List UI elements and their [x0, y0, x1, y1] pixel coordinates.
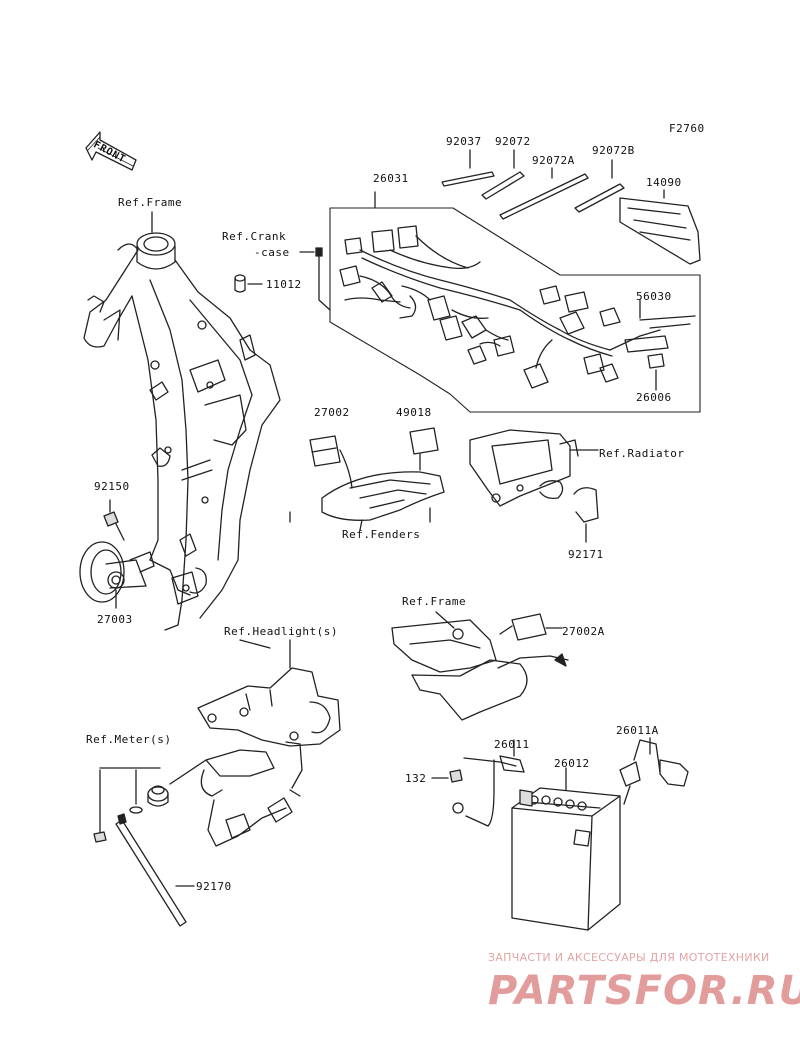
front-arrow-icon: [85, 131, 137, 171]
frame-drawing: [83, 232, 281, 631]
label-part-26011: 26011: [494, 738, 530, 751]
cable-26011A: [619, 737, 689, 805]
label-part-56030: 56030: [636, 290, 672, 303]
label-part-26006: 26006: [636, 391, 672, 404]
part-49018: [409, 427, 439, 471]
label-part-92150: 92150: [94, 480, 130, 493]
harness-bracket: [329, 191, 701, 413]
diagram-code: F2760: [669, 122, 705, 135]
label-part-27002: 27002: [314, 406, 350, 419]
meter-hardware: [93, 759, 207, 843]
part-11012-cap: [234, 274, 263, 293]
fender-drawing: [321, 471, 445, 531]
band-92170: [115, 813, 195, 927]
label-part-26011A: 26011A: [616, 724, 659, 737]
label-ref-frame-top: Ref.Frame: [118, 196, 183, 209]
crankcase-bolt-icon: [299, 247, 331, 311]
label-part-92037: 92037: [446, 135, 482, 148]
label-ref-frame-mid: Ref.Frame: [402, 595, 467, 608]
label-part-14090: 14090: [646, 176, 682, 189]
label-ref-headlight: Ref.Headlight(s): [224, 625, 338, 638]
radiator-bracket: [469, 429, 599, 507]
label-part-92072B: 92072B: [592, 144, 635, 157]
label-part-27002A: 27002A: [562, 625, 605, 638]
bolt-92150: [103, 499, 125, 541]
label-part-49018: 49018: [396, 406, 432, 419]
label-part-132: 132: [405, 772, 427, 785]
part-27002-relay: [309, 435, 353, 489]
frame-mid-drawing: [391, 611, 569, 721]
label-part-92170: 92170: [196, 880, 232, 893]
label-part-92072A: 92072A: [532, 154, 575, 167]
headlight-bracket: [197, 639, 341, 847]
horn-27003: [79, 541, 155, 609]
watermark-caption: ЗАПЧАСТИ И АКСЕССУАРЫ ДЛЯ МОТОТЕХНИКИ: [488, 951, 770, 964]
label-ref-radiator: Ref.Radiator: [599, 447, 685, 460]
label-ref-meter: Ref.Meter(s): [86, 733, 172, 746]
label-part-11012: 11012: [266, 278, 302, 291]
cover-14090: [619, 189, 701, 265]
wiring-harness-26031: [339, 225, 661, 389]
label-part-27003: 27003: [97, 613, 133, 626]
label-ref-crankcase-line1: Ref.Crank: [222, 230, 287, 243]
leader-fenders: [289, 507, 431, 523]
clamp-bands: [441, 149, 625, 220]
cable-26011: [452, 739, 525, 827]
battery-26012: [511, 767, 621, 931]
label-part-26031: 26031: [373, 172, 409, 185]
clamp-92171: [539, 480, 599, 543]
relay-56030: [624, 299, 696, 391]
bolt-132: [431, 769, 463, 783]
label-ref-crankcase-line2: -case: [254, 246, 290, 259]
label-part-92171: 92171: [568, 548, 604, 561]
leader-headlight: [239, 639, 271, 649]
label-part-26012: 26012: [554, 757, 590, 770]
watermark-logo: PARTSFOR.RU: [488, 968, 800, 1014]
label-ref-fenders: Ref.Fenders: [342, 528, 421, 541]
label-part-92072: 92072: [495, 135, 531, 148]
